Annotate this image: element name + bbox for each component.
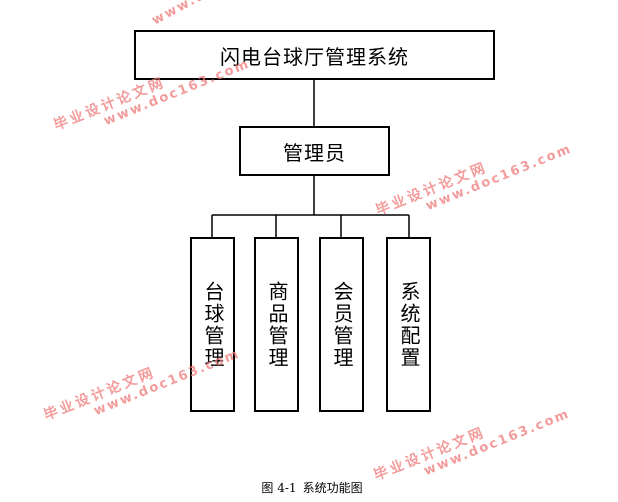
module-label: 商品管理 bbox=[265, 280, 289, 369]
figure-caption: 图 4-1 系统功能图 bbox=[0, 479, 618, 496]
module-label: 会员管理 bbox=[330, 280, 354, 369]
module-node-products: 商品管理 bbox=[254, 237, 299, 412]
module-label: 系统配置 bbox=[397, 280, 421, 369]
module-node-billiards: 台球管理 bbox=[190, 237, 235, 412]
root-node: 闪电台球厅管理系统 bbox=[134, 30, 495, 80]
module-node-settings: 系统配置 bbox=[386, 237, 431, 412]
module-node-members: 会员管理 bbox=[319, 237, 364, 412]
admin-node-label: 管理员 bbox=[283, 140, 346, 165]
admin-node: 管理员 bbox=[239, 126, 390, 176]
module-label: 台球管理 bbox=[201, 280, 225, 369]
figure-caption-label: 图 4-1 bbox=[261, 481, 297, 495]
figure-caption-text: 系统功能图 bbox=[302, 481, 363, 495]
root-node-label: 闪电台球厅管理系统 bbox=[220, 44, 409, 69]
